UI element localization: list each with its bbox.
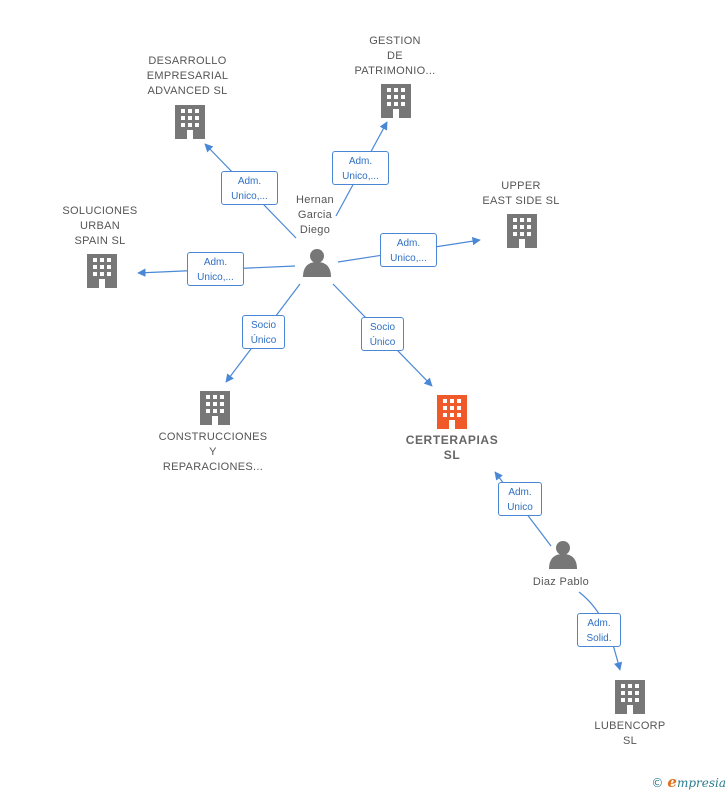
diaz-person-icon[interactable]	[549, 541, 577, 569]
copyright-icon: ©	[651, 776, 664, 790]
construcciones-label[interactable]: CONSTRUCCIONES Y REPARACIONES...	[158, 431, 268, 473]
lubencorp-building-icon[interactable]	[615, 680, 645, 714]
edge-label-hernan-construcciones[interactable]: Socio Único	[242, 315, 285, 349]
desarrollo-label[interactable]: DESARROLLO EMPRESARIAL ADVANCED SL	[146, 55, 229, 97]
hernan-label[interactable]: Hernan Garcia Diego	[296, 194, 334, 236]
certerapias-building-icon[interactable]	[437, 395, 467, 429]
edge-label-diaz-certerapias[interactable]: Adm. Unico	[498, 482, 542, 516]
gestion-label[interactable]: GESTION DE PATRIMONIO...	[354, 35, 436, 77]
edge-label-diaz-lubencorp[interactable]: Adm. Solid.	[577, 613, 621, 647]
gestion-building-icon[interactable]	[381, 84, 411, 118]
upper-label[interactable]: UPPER EAST SIDE SL	[482, 180, 560, 207]
diaz-label[interactable]: Diaz Pablo	[532, 576, 590, 588]
edge-label-hernan-certerapias[interactable]: Socio Único	[361, 317, 404, 351]
soluciones-label[interactable]: SOLUCIONES URBAN SPAIN SL	[62, 205, 138, 247]
soluciones-building-icon[interactable]	[87, 254, 117, 288]
edge-label-hernan-gestion[interactable]: Adm. Unico,...	[332, 151, 389, 185]
brand-initial: e	[667, 773, 677, 791]
edge-label-hernan-soluciones[interactable]: Adm. Unico,...	[187, 252, 244, 286]
edge-label-hernan-upper[interactable]: Adm. Unico,...	[380, 233, 437, 267]
empresia-watermark: ©empresia	[651, 773, 726, 791]
lubencorp-label[interactable]: LUBENCORP SL	[594, 720, 666, 747]
hernan-person-icon[interactable]	[303, 249, 331, 277]
edge-label-hernan-desarrollo[interactable]: Adm. Unico,...	[221, 171, 278, 205]
desarrollo-building-icon[interactable]	[175, 105, 205, 139]
certerapias-label[interactable]: CERTERAPIAS SL	[405, 433, 499, 462]
upper-building-icon[interactable]	[507, 214, 537, 248]
construcciones-building-icon[interactable]	[200, 391, 230, 425]
brand-name: mpresia	[676, 776, 726, 790]
